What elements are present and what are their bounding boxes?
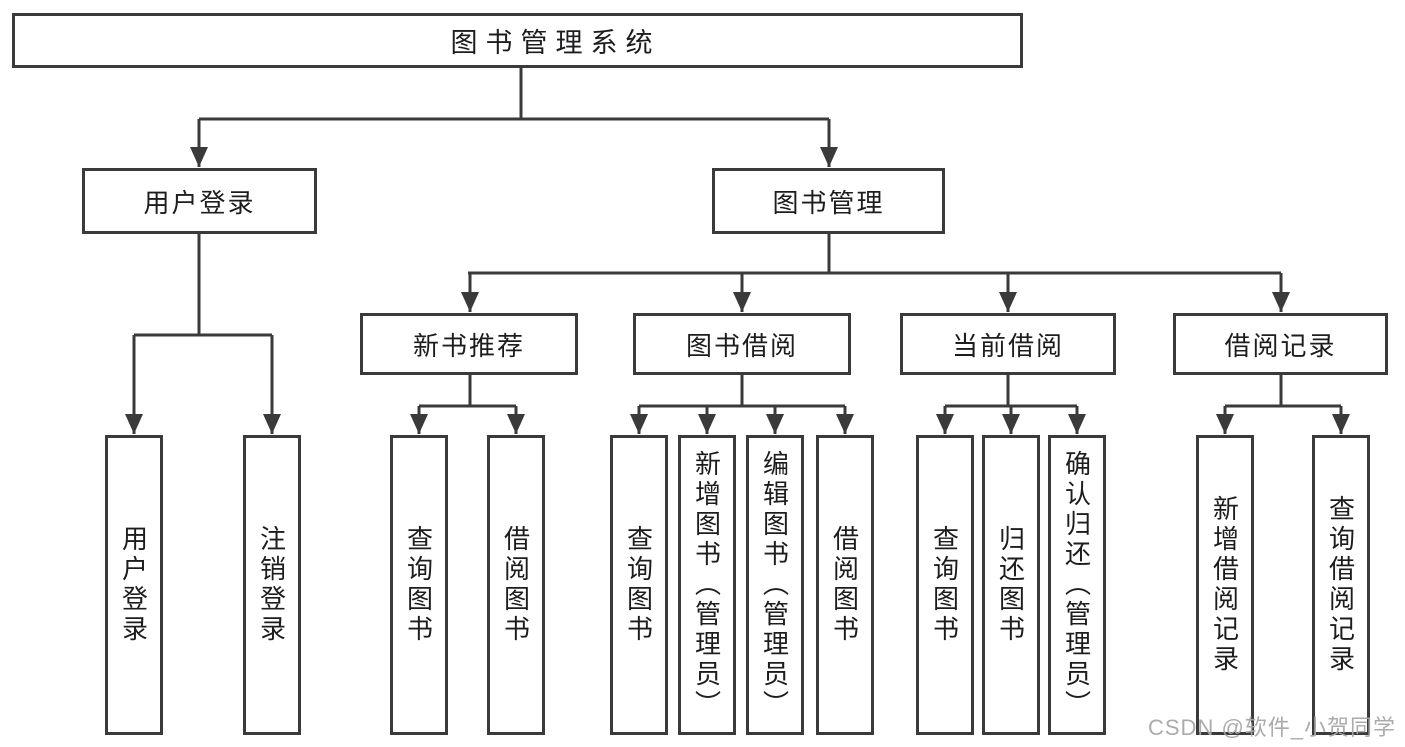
node-label: 新增借阅记录 bbox=[1209, 495, 1240, 675]
node-label: 用户登录 bbox=[118, 525, 149, 645]
node-label: 图书管理系统 bbox=[450, 28, 661, 58]
node-new-book-recommend: 新书推荐 bbox=[360, 313, 578, 375]
node-label: 借阅图书 bbox=[829, 525, 860, 645]
leaf-query-borrow-record: 查询借阅记录 bbox=[1312, 435, 1370, 735]
node-label: 借阅记录 bbox=[1224, 330, 1337, 361]
node-label: 图书管理 bbox=[772, 187, 885, 218]
leaf-confirm-return-admin: 确认归还（管理员） bbox=[1048, 435, 1106, 735]
node-current-borrow: 当前借阅 bbox=[900, 313, 1116, 375]
leaf-query-books-recommend: 查询图书 bbox=[390, 435, 448, 735]
node-label: 新增图书（管理员） bbox=[691, 450, 722, 720]
node-label: 确认归还（管理员） bbox=[1061, 450, 1092, 720]
node-label: 图书借阅 bbox=[685, 330, 798, 361]
leaf-edit-books-admin: 编辑图书（管理员） bbox=[746, 435, 804, 735]
leaf-logout: 注销登录 bbox=[243, 435, 301, 735]
node-user-login: 用户登录 bbox=[82, 168, 317, 234]
node-book-management: 图书管理 bbox=[712, 168, 945, 234]
node-label: 用户登录 bbox=[143, 187, 256, 218]
node-label: 新书推荐 bbox=[412, 330, 525, 361]
node-book-borrow: 图书借阅 bbox=[633, 313, 851, 375]
leaf-add-borrow-record: 新增借阅记录 bbox=[1196, 435, 1254, 735]
node-label: 归还图书 bbox=[995, 525, 1026, 645]
node-label: 注销登录 bbox=[256, 525, 287, 645]
node-borrow-records: 借阅记录 bbox=[1173, 313, 1388, 375]
leaf-query-books-current: 查询图书 bbox=[916, 435, 974, 735]
node-label: 编辑图书（管理员） bbox=[759, 450, 790, 720]
leaf-user-login: 用户登录 bbox=[105, 435, 163, 735]
leaf-borrow-books-recommend: 借阅图书 bbox=[487, 435, 545, 735]
node-label: 查询借阅记录 bbox=[1325, 495, 1356, 675]
node-label: 查询图书 bbox=[403, 525, 434, 645]
node-label: 借阅图书 bbox=[500, 525, 531, 645]
leaf-return-books: 归还图书 bbox=[982, 435, 1040, 735]
node-label: 当前借阅 bbox=[951, 330, 1064, 361]
leaf-query-books-borrow: 查询图书 bbox=[610, 435, 668, 735]
node-label: 查询图书 bbox=[929, 525, 960, 645]
node-library-management-system: 图书管理系统 bbox=[12, 13, 1023, 68]
node-label: 查询图书 bbox=[623, 525, 654, 645]
watermark: CSDN @软件_小贺同学 bbox=[1148, 715, 1397, 740]
leaf-borrow-books: 借阅图书 bbox=[816, 435, 874, 735]
leaf-add-books-admin: 新增图书（管理员） bbox=[678, 435, 736, 735]
